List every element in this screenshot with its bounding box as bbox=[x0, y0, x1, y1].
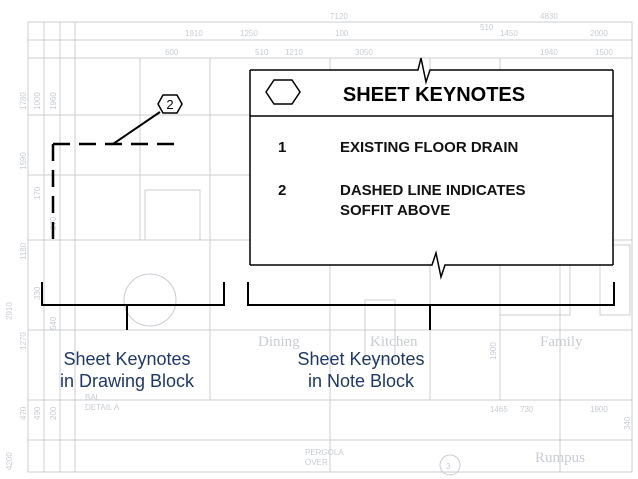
keynote-item: 1 bbox=[278, 139, 286, 156]
keynote-text: DASHED LINE INDICATES bbox=[340, 182, 526, 199]
svg-text:330: 330 bbox=[33, 286, 42, 300]
hexagon-icon bbox=[157, 94, 183, 114]
svg-text:490: 490 bbox=[33, 406, 42, 420]
svg-text:100: 100 bbox=[335, 29, 349, 38]
hexagon-icon bbox=[265, 79, 301, 105]
leader-line bbox=[112, 111, 161, 145]
svg-text:Rumpus: Rumpus bbox=[535, 450, 585, 466]
svg-text:1500: 1500 bbox=[595, 48, 613, 57]
keynote-text-line: DASHED LINE INDICATES bbox=[340, 182, 526, 199]
svg-text:Family: Family bbox=[540, 334, 583, 350]
svg-text:1900: 1900 bbox=[590, 405, 608, 414]
caption-line: in Drawing Block bbox=[59, 371, 195, 391]
break-line-top bbox=[250, 57, 613, 85]
svg-text:1960: 1960 bbox=[49, 92, 58, 110]
svg-text:1210: 1210 bbox=[285, 48, 303, 57]
svg-text:340: 340 bbox=[623, 416, 632, 430]
svg-text:1270: 1270 bbox=[19, 332, 28, 350]
svg-text:7120: 7120 bbox=[330, 12, 348, 21]
caption-note-block: Sheet Keynotes in Note Block bbox=[256, 348, 466, 392]
svg-text:3050: 3050 bbox=[355, 48, 373, 57]
svg-text:1940: 1940 bbox=[540, 48, 558, 57]
keynote-number: 1 bbox=[278, 139, 287, 156]
svg-text:Kitchen: Kitchen bbox=[370, 334, 418, 350]
svg-text:2000: 2000 bbox=[590, 29, 608, 38]
svg-text:730: 730 bbox=[520, 405, 534, 414]
svg-text:4830: 4830 bbox=[540, 12, 558, 21]
drawing-tag-number: 2 bbox=[166, 97, 173, 112]
svg-text:PERGOLA: PERGOLA bbox=[305, 448, 344, 457]
svg-text:3: 3 bbox=[446, 462, 451, 471]
svg-text:200: 200 bbox=[49, 406, 58, 420]
svg-text:Dining: Dining bbox=[258, 334, 300, 350]
caption-line: Sheet Keynotes bbox=[63, 349, 191, 369]
keynote-text: SOFFIT ABOVE bbox=[340, 202, 450, 219]
keynote-text-line: SOFFIT ABOVE bbox=[340, 202, 451, 219]
svg-text:4200: 4200 bbox=[5, 452, 14, 470]
svg-text:170: 170 bbox=[33, 186, 42, 200]
svg-text:1000: 1000 bbox=[33, 92, 42, 110]
dashed-soffit-outline bbox=[51, 142, 177, 245]
svg-text:1780: 1780 bbox=[19, 92, 28, 110]
keynote-item: 2 bbox=[278, 182, 286, 199]
keynote-text-line: EXISTING FLOOR DRAIN bbox=[340, 139, 519, 156]
svg-text:1900: 1900 bbox=[489, 342, 498, 360]
svg-text:OVER: OVER bbox=[305, 458, 328, 467]
svg-text:1910: 1910 bbox=[185, 29, 203, 38]
drawing-block-bracket bbox=[41, 282, 225, 330]
svg-text:1250: 1250 bbox=[240, 29, 258, 38]
svg-text:510: 510 bbox=[480, 23, 494, 32]
note-block-bracket bbox=[247, 282, 615, 330]
svg-text:470: 470 bbox=[19, 406, 28, 420]
svg-text:DETAIL A: DETAIL A bbox=[85, 403, 120, 412]
svg-text:BAL: BAL bbox=[85, 393, 101, 402]
keynote-title: SHEET KEYNOTES bbox=[343, 84, 525, 106]
keynote-note-block: SHEET KEYNOTES bbox=[249, 57, 614, 280]
keynote-text: EXISTING FLOOR DRAIN bbox=[340, 139, 518, 156]
caption-line: in Note Block bbox=[307, 371, 415, 391]
svg-text:2910: 2910 bbox=[5, 302, 14, 320]
drawing-keynote-tag: 2 bbox=[112, 94, 183, 145]
svg-text:600: 600 bbox=[165, 48, 179, 57]
svg-text:1450: 1450 bbox=[500, 29, 518, 38]
svg-text:510: 510 bbox=[255, 48, 269, 57]
svg-text:1180: 1180 bbox=[19, 242, 28, 260]
break-line-bottom bbox=[250, 250, 613, 280]
caption-line: Sheet Keynotes bbox=[297, 349, 425, 369]
svg-text:1590: 1590 bbox=[19, 152, 28, 170]
keynote-number: 2 bbox=[278, 182, 287, 199]
svg-text:540: 540 bbox=[49, 316, 58, 330]
caption-drawing-block: Sheet Keynotes in Drawing Block bbox=[22, 348, 232, 392]
svg-text:1465: 1465 bbox=[490, 405, 508, 414]
